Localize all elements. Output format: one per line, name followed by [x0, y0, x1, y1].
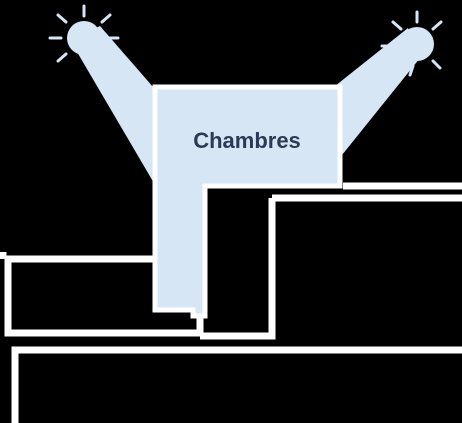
chambres-zone[interactable] — [152, 84, 343, 319]
left-light-icon — [48, 4, 120, 63]
room-label: Chambres — [193, 128, 301, 153]
right-light-beam — [330, 28, 420, 160]
right-light-icon — [380, 10, 443, 77]
right-block-divider — [200, 198, 276, 340]
left-light-beam — [70, 26, 160, 190]
bottom-corridor-wall — [11, 346, 462, 423]
